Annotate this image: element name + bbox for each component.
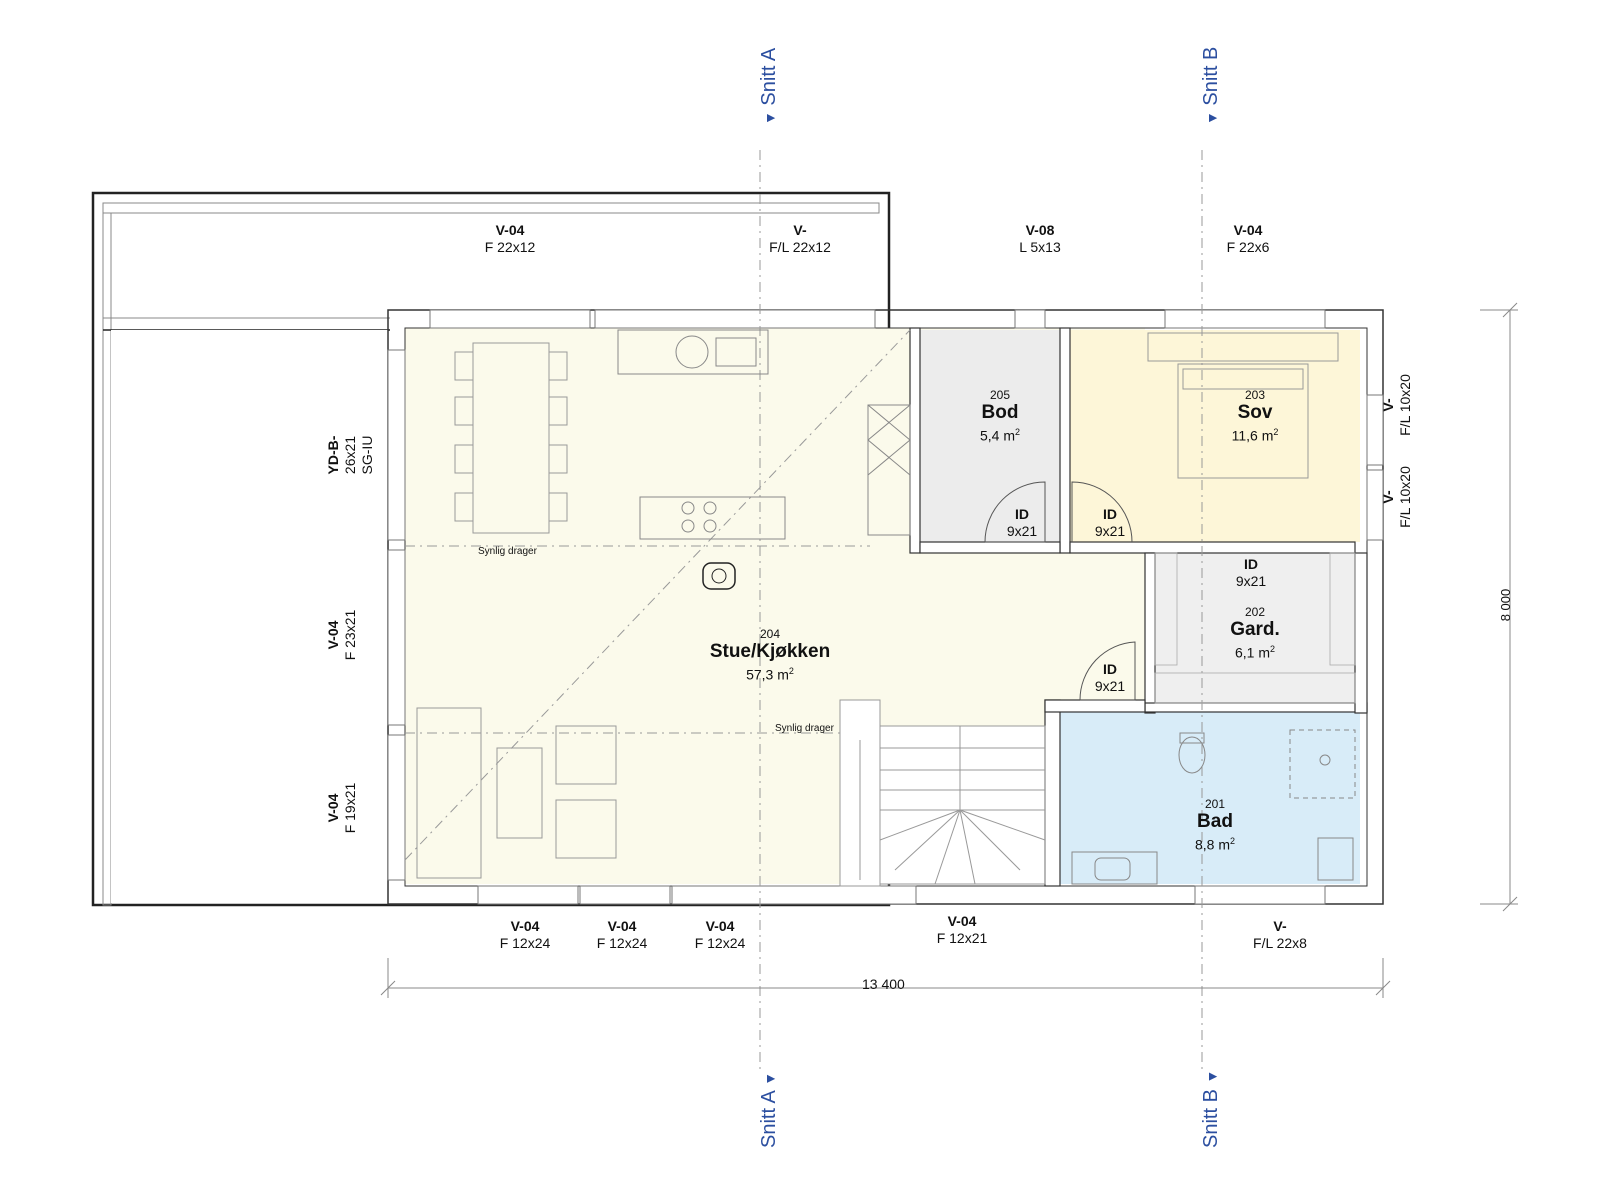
room-area: 5,4 m2 (979, 427, 1021, 444)
dimension-width: 13 400 (862, 976, 905, 992)
sov-fill (1070, 330, 1360, 542)
room-area: 8,8 m2 (1194, 836, 1236, 853)
dimension-depth: 8 000 (1498, 588, 1513, 622)
section-label: Snitt B (1200, 46, 1222, 106)
bod-fill (920, 330, 1060, 542)
room-name: Stue/Kjøkken (709, 641, 831, 662)
window-label-bottom-5: V-F/L 22x8 (1253, 918, 1307, 951)
dining-table (454, 342, 568, 534)
window-label-right-1: V-F/L 10x20 (1380, 374, 1413, 436)
room-name: Sov (1237, 402, 1273, 423)
room-area: 11,6 m2 (1231, 427, 1279, 444)
room-sov: 203 Sov 11,6 m2 (1205, 388, 1305, 445)
room-number: 205 (989, 388, 1011, 402)
room-number: 203 (1244, 388, 1266, 402)
room-number: 204 (759, 627, 781, 641)
room-gard: 202 Gard. 6,1 m2 (1205, 605, 1305, 662)
window-label-top-2: V-F/L 22x12 (769, 222, 831, 255)
section-label: Snitt B (1200, 1089, 1222, 1148)
door-swings (984, 481, 1136, 701)
room-fills (405, 328, 1360, 884)
bad-fill (1060, 712, 1360, 884)
section-marker-b-top: ▼ Snitt B (1200, 47, 1223, 125)
interior-walls (909, 327, 1368, 887)
section-triangle-icon: ▼ (762, 111, 778, 125)
section-marker-b-bottom: Snitt B ▼ (1200, 1070, 1223, 1148)
stairs (839, 699, 1046, 887)
room-name: Bod (981, 402, 1019, 423)
section-triangle-icon: ▼ (1204, 111, 1220, 125)
kitchen (617, 329, 911, 590)
room-name: Bad (1197, 811, 1233, 832)
section-marker-a-bottom: Snitt A ▼ (758, 1072, 781, 1148)
section-triangle-icon: ▼ (762, 1071, 778, 1086)
beam-note: Synlig drager (478, 546, 537, 557)
room-name: Gard. (1230, 619, 1280, 640)
room-bad: 201 Bad 8,8 m2 (1165, 797, 1265, 854)
gard-fill (1155, 553, 1355, 703)
room-number: 202 (1244, 605, 1266, 619)
section-marker-a-top: ▼ Snitt A (758, 48, 781, 125)
bathroom-fixtures (1071, 729, 1356, 885)
room-area: 6,1 m2 (1234, 644, 1276, 661)
beam-note: Synlig drager (775, 723, 834, 734)
room-area: 57,3 m2 (746, 666, 794, 683)
window-label-right-2: V-F/L 10x20 (1380, 466, 1413, 528)
living-furniture (416, 707, 617, 879)
section-label: Snitt A (758, 47, 780, 106)
room-number: 201 (1204, 797, 1226, 811)
window-openings (387, 309, 1384, 905)
room-stue-kjokken: 204 Stue/Kjøkken 57,3 m2 (700, 627, 840, 684)
room-bod: 205 Bod 5,4 m2 (960, 388, 1040, 445)
section-lines (404, 150, 1203, 1070)
bedroom-furniture (1147, 332, 1339, 479)
section-label: Snitt A (758, 1091, 780, 1148)
dimension-lines (380, 302, 1518, 998)
section-triangle-icon: ▼ (1204, 1069, 1220, 1084)
wardrobe (1154, 552, 1356, 704)
